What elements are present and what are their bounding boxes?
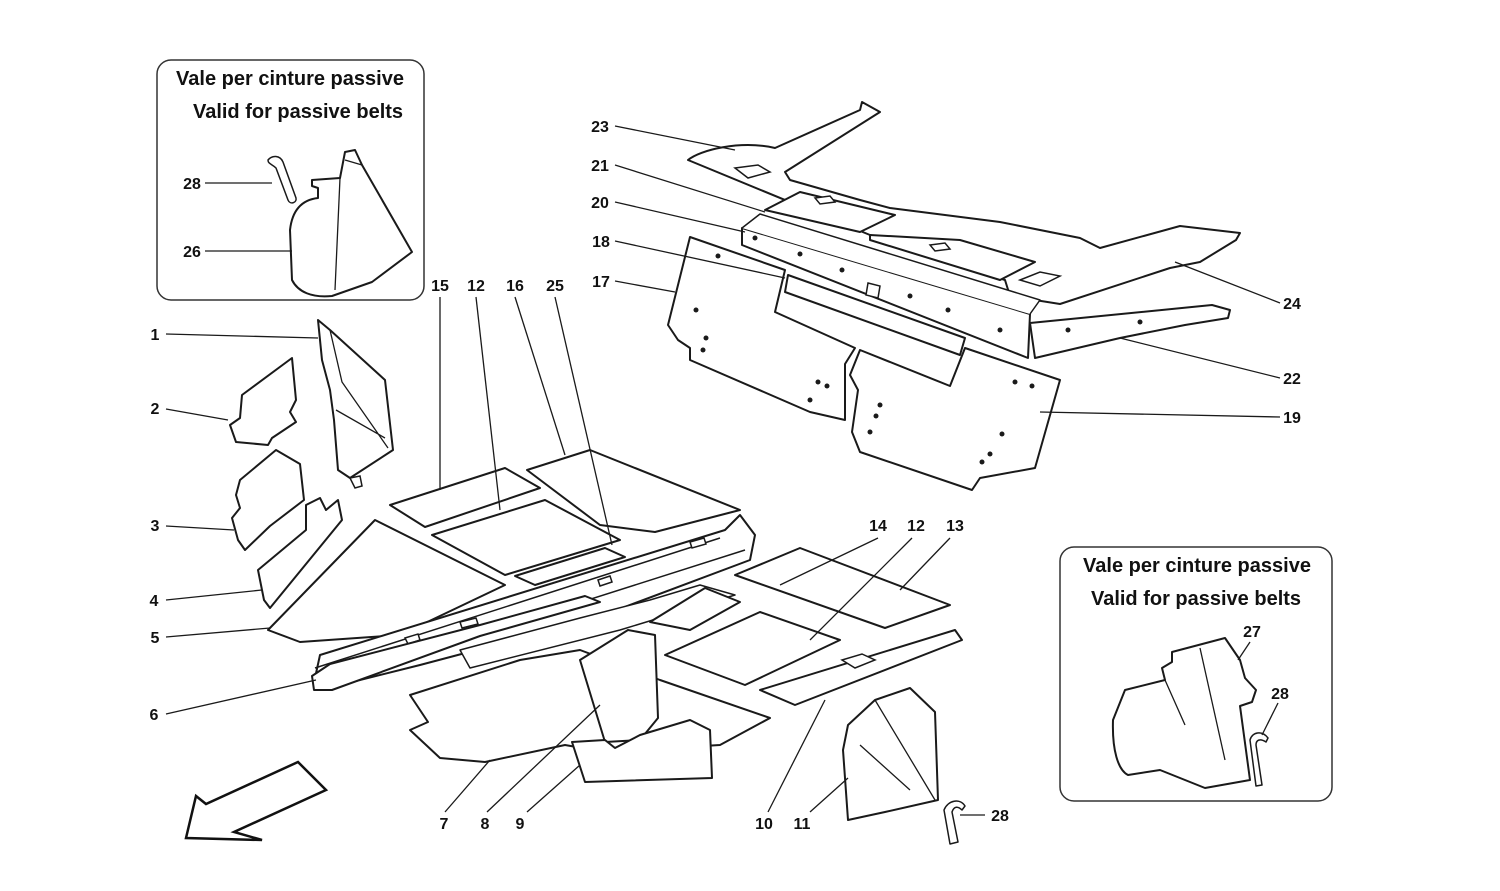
upper-shelf-part-23-24 xyxy=(687,101,1241,305)
belt-guide-part-28-bottom xyxy=(943,800,966,845)
inset-right: Vale per cinture passive Valid for passi… xyxy=(1059,546,1333,802)
inset-left-line2: Valid for passive belts xyxy=(193,101,403,123)
panel-part-19 xyxy=(849,347,1061,491)
callout-21: 21 xyxy=(591,158,609,175)
panel-part-2 xyxy=(229,357,297,446)
callout-9: 9 xyxy=(516,816,525,833)
mat-part-5 xyxy=(267,519,506,643)
belt-guide-part-28-right xyxy=(1249,732,1269,787)
shelf-hole xyxy=(733,164,772,179)
sill-part-6 xyxy=(311,595,601,691)
callout-17: 17 xyxy=(592,274,610,291)
callout-23: 23 xyxy=(591,119,609,136)
callout-6: 6 xyxy=(150,707,159,724)
callout-3: 3 xyxy=(151,518,160,535)
tunnel-hole xyxy=(689,537,707,549)
mat-part-16 xyxy=(526,449,741,533)
callout-11: 11 xyxy=(794,816,811,833)
callout-26: 26 xyxy=(183,244,201,261)
mat-part-15 xyxy=(389,467,541,528)
callout-28: 28 xyxy=(1271,686,1289,703)
inset-left-line1: Vale per cinture passive xyxy=(176,68,404,90)
panel-part-3 xyxy=(231,449,305,551)
callout-2: 2 xyxy=(151,401,160,418)
shelf-hole xyxy=(1017,271,1063,287)
callout-5: 5 xyxy=(151,630,160,647)
callout-14: 14 xyxy=(869,518,887,535)
mat-hole xyxy=(840,653,877,669)
shelf-insert xyxy=(764,191,896,233)
inset-right-line1: Vale per cinture passive xyxy=(1083,555,1311,577)
callout-10: 10 xyxy=(755,816,773,833)
belt-guide-part-28 xyxy=(267,155,297,204)
callout-22: 22 xyxy=(1283,371,1301,388)
inset-right-line2: Valid for passive belts xyxy=(1091,588,1301,610)
callout-28: 28 xyxy=(183,176,201,193)
bracket-part-9 xyxy=(571,719,713,783)
mat-part-12-lower xyxy=(664,611,841,686)
crossbar-top xyxy=(741,213,1041,315)
callout-20: 20 xyxy=(591,195,609,212)
mat-part-14 xyxy=(649,587,741,631)
callout-8: 8 xyxy=(481,816,490,833)
mat-part-10 xyxy=(759,629,963,706)
tunnel-hole xyxy=(459,617,479,629)
callout-7: 7 xyxy=(440,816,449,833)
callout-4: 4 xyxy=(150,593,159,610)
strip-part-18 xyxy=(784,274,966,356)
trim-panel-part-27 xyxy=(1111,637,1257,789)
panel-part-1 xyxy=(317,319,394,479)
callout-28: 28 xyxy=(991,808,1009,825)
shelf-insert xyxy=(869,234,1036,281)
callout-15: 15 xyxy=(431,278,449,295)
callout-12: 12 xyxy=(467,278,485,295)
callout-1: 1 xyxy=(151,327,160,344)
callout-24: 24 xyxy=(1283,296,1301,313)
callout-19: 19 xyxy=(1283,410,1301,427)
callout-27: 27 xyxy=(1243,624,1261,641)
mat-part-12-upper xyxy=(431,499,621,576)
callout-16: 16 xyxy=(506,278,524,295)
left-panels-group: 1 2 3 4 xyxy=(150,319,394,610)
tunnel-hole xyxy=(597,575,613,587)
mat-part-13 xyxy=(734,547,951,629)
shelf-hole xyxy=(813,195,837,205)
mat-part-25 xyxy=(514,547,626,586)
callout-18: 18 xyxy=(592,234,610,251)
trim-panel-part-26 xyxy=(289,149,413,298)
callout-25: 25 xyxy=(546,278,564,295)
panel-part-17 xyxy=(667,236,856,421)
arrow-down-left-icon xyxy=(184,760,329,842)
callout-12: 12 xyxy=(907,518,925,535)
cover-part-11 xyxy=(842,687,939,821)
panel-part-4 xyxy=(257,497,343,609)
crossbar-part-20 xyxy=(741,227,1031,359)
floor-section xyxy=(459,584,736,669)
floor-mats-group: 5 6 7 8 9 10 11 15 12 16 25 14 12 13 28 xyxy=(150,278,1009,845)
rear-bulkhead-group: 23 21 20 18 17 24 22 19 xyxy=(591,101,1301,491)
crossbar-hole xyxy=(865,282,881,299)
shelf-hole xyxy=(928,242,952,252)
panel-tab xyxy=(348,475,363,489)
callout-13: 13 xyxy=(946,518,964,535)
inset-left: Vale per cinture passive Valid for passi… xyxy=(156,59,425,301)
side-rail-part-22 xyxy=(1029,304,1231,359)
